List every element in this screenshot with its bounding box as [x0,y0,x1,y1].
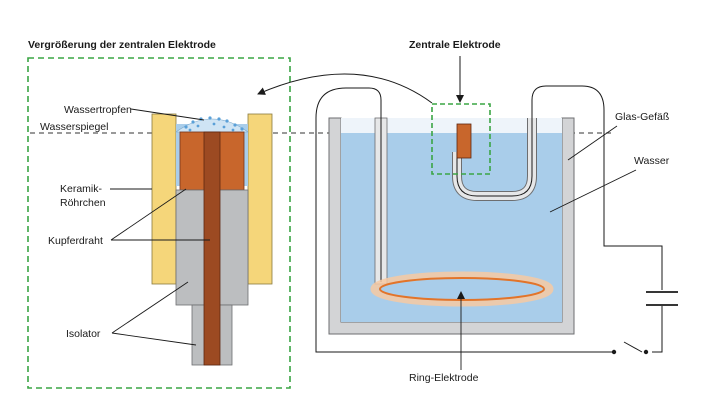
vertical-glass-tube [374,117,388,285]
label-glas-gefaess: Glas-Gefäß [615,111,669,123]
label-ring-elektrode: Ring-Elektrode [409,372,479,384]
label-keramik-1: Keramik- [60,183,103,195]
switch-symbol [611,349,649,355]
u-glass-tube [452,118,537,201]
zoom-arrow [257,73,433,104]
title-magnification: Vergrößerung der zentralen Elektrode [28,39,216,51]
ceramic-tube [151,113,273,285]
pointer-isolator-1 [111,281,189,334]
label-isolator: Isolator [66,328,101,340]
pointer-glas-gefaess [567,125,618,161]
label-kupferdraht: Kupferdraht [48,235,103,247]
title-central-electrode: Zentrale Elektrode [409,39,501,51]
pointer-wassertropfen [130,108,205,121]
zoom-box [431,103,491,175]
vessel-air-gap [341,118,562,133]
label-wassertropfen: Wassertropfen [64,104,132,116]
ring-electrode [370,271,554,307]
water-droplet [175,116,249,133]
copper-wire [203,131,221,366]
label-wasserspiegel: Wasserspiegel [40,121,108,133]
central-electrode [456,123,472,159]
label-wasser: Wasser [634,155,670,167]
magnification-frame [27,57,291,389]
pointer-isolator-2 [111,332,197,346]
wires [315,85,663,353]
pointer-wasser [549,169,637,213]
pointer-kupferdraht-1 [110,188,187,241]
label-keramik-2: Röhrchen [60,197,106,209]
capacitor-symbol [646,291,678,306]
